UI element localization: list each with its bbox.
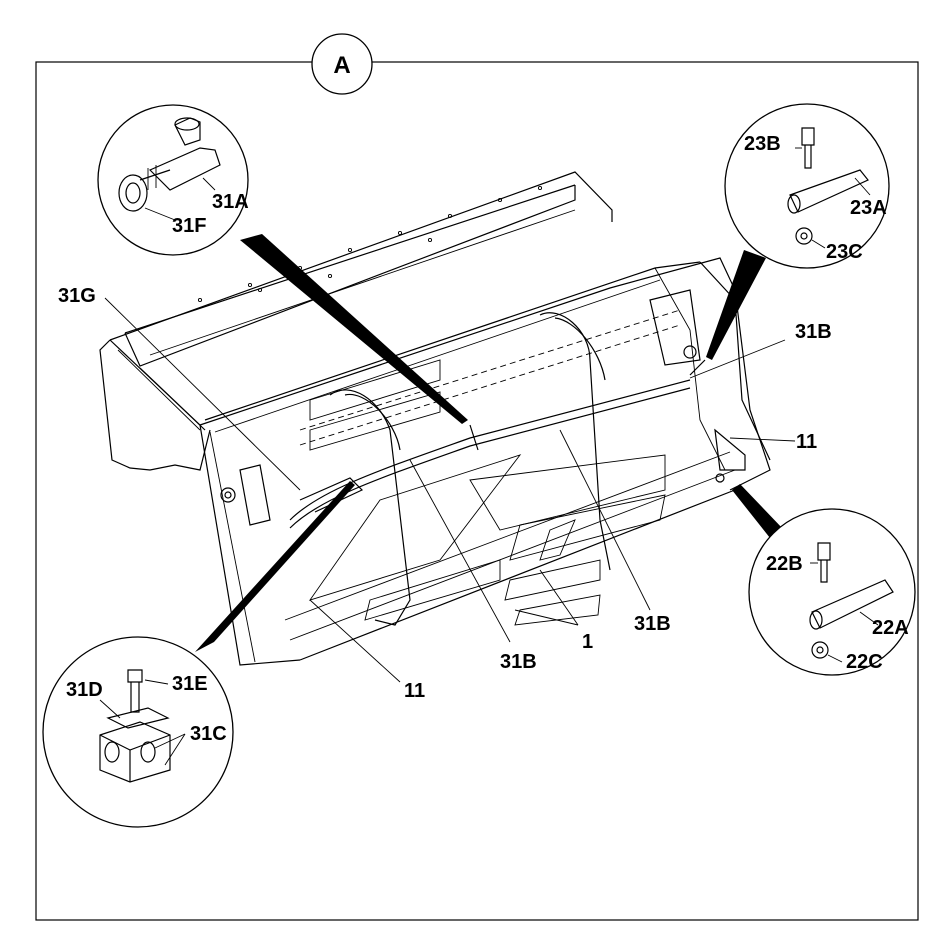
callout-31A: 31A bbox=[212, 191, 249, 213]
callout-11-right: 11 bbox=[796, 431, 817, 453]
callouts: 31A 31F 31G 23B 23A 23C 31B 11 22B 22A 2… bbox=[58, 133, 909, 745]
callout-22C: 22C bbox=[846, 651, 883, 673]
callout-31D: 31D bbox=[66, 679, 103, 701]
callout-31F: 31F bbox=[172, 215, 206, 237]
callout-31E: 31E bbox=[172, 673, 208, 695]
detail-circle-clamp bbox=[42, 636, 234, 828]
callout-31G: 31G bbox=[58, 285, 96, 307]
detail-circle-pin-22 bbox=[748, 508, 916, 676]
detail-circle-pin-23 bbox=[724, 103, 890, 269]
callout-11-bottom: 11 bbox=[404, 680, 425, 702]
callout-23A: 23A bbox=[850, 197, 887, 219]
frame: A bbox=[35, 33, 919, 921]
callout-1: 1 bbox=[582, 631, 593, 653]
callout-22A: 22A bbox=[872, 617, 909, 639]
callout-22B: 22B bbox=[766, 553, 803, 575]
callout-31B-top: 31B bbox=[795, 321, 832, 343]
callout-31C: 31C bbox=[190, 723, 227, 745]
detail-circle-tee-fitting bbox=[97, 104, 249, 256]
leader-lines bbox=[104, 297, 796, 683]
callout-31B-bottom: 31B bbox=[500, 651, 537, 673]
bucket bbox=[99, 171, 771, 666]
callout-23B: 23B bbox=[744, 133, 781, 155]
callout-31B-mid: 31B bbox=[634, 613, 671, 635]
view-label: A bbox=[333, 52, 350, 79]
callout-23C: 23C bbox=[826, 241, 863, 263]
detail-pointers bbox=[195, 234, 784, 652]
